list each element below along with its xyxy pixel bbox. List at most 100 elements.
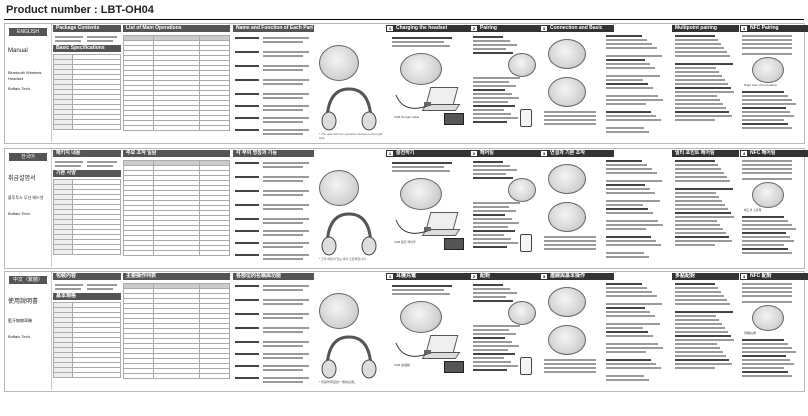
headset-illustration [321, 335, 377, 379]
right-side-footnote: * 有操作按鈕的一側為右側。 [319, 380, 358, 384]
text-line [675, 180, 730, 182]
text-line [263, 331, 303, 333]
text-line [742, 240, 794, 242]
text-line [392, 170, 450, 172]
earcup-illustration [319, 170, 359, 206]
part-label [235, 230, 259, 232]
text-line [263, 285, 309, 287]
text-line [55, 40, 81, 42]
text-line [473, 44, 517, 46]
connection-column: 3 연결과 기본 조작 [540, 150, 670, 264]
usb-cable-icon [395, 342, 431, 357]
text-line [263, 234, 303, 236]
text-line [606, 287, 647, 289]
text-line [55, 36, 83, 38]
text-line [263, 190, 309, 192]
text-line [742, 291, 792, 293]
text-line [742, 115, 794, 117]
text-line [675, 99, 720, 101]
text-line [742, 359, 790, 361]
smartphone-icon [520, 357, 532, 375]
text-line [392, 289, 444, 291]
headset-illustration [321, 212, 377, 256]
text-line [392, 41, 444, 43]
earcup-illustration [548, 39, 586, 69]
text-line [473, 77, 520, 79]
nfc-heading: 4 NFC Pairing [740, 25, 808, 32]
package-heading: 包裝內容 [53, 273, 121, 280]
text-line [606, 35, 642, 37]
text-line [675, 39, 718, 41]
text-line [675, 299, 727, 301]
text-line [606, 55, 662, 57]
earcup-illustration [400, 301, 442, 333]
text-line [606, 236, 651, 238]
text-line [675, 303, 730, 305]
text-line [263, 204, 309, 206]
part-label [235, 353, 259, 355]
text-line [606, 347, 663, 349]
text-line [606, 43, 652, 45]
text-line [606, 39, 647, 41]
text-line [473, 109, 504, 111]
text-line [473, 329, 509, 331]
text-line [742, 295, 792, 297]
pairing-title: 配對 [480, 273, 491, 279]
band-border [4, 23, 805, 144]
specs-table [53, 54, 122, 130]
operations-heading: 주요 조작 일람 [123, 150, 230, 157]
text-line [87, 284, 117, 286]
text-line [675, 327, 725, 329]
table-row [122, 125, 231, 131]
product-subtitle: Bluetooth Wireless Headset [8, 70, 42, 81]
text-line [55, 284, 83, 286]
band-sidebar: 中文（繁體） 使用說明書 藍牙無線耳機 Buffalo Tech. [5, 272, 52, 390]
text-line [392, 293, 450, 295]
text-line [742, 119, 784, 121]
text-line [675, 71, 719, 73]
text-line [263, 381, 303, 383]
step-number: 2 [471, 274, 477, 279]
text-line [606, 315, 655, 317]
parts-heading: Name and Function of Each Part [233, 25, 314, 32]
text-line [675, 51, 727, 53]
text-line [473, 40, 510, 42]
text-line [606, 244, 661, 246]
text-line [675, 168, 721, 170]
connection-title: 連線與基本操作 [550, 273, 586, 279]
text-line [606, 111, 651, 113]
text-line [675, 228, 723, 230]
text-line [473, 165, 510, 167]
pairing-title: Pairing [480, 25, 497, 31]
earcup-illustration [508, 53, 536, 77]
brand-label: Buffalo Tech. [8, 334, 31, 339]
text-line [675, 119, 715, 121]
text-line [606, 184, 645, 186]
text-line [263, 133, 303, 135]
multipoint-heading: Multipoint pairing [672, 25, 739, 32]
language-band: ENGLISH Manual Bluetooth Wireless Headse… [4, 23, 808, 144]
text-line [473, 169, 517, 171]
table-row [53, 249, 122, 255]
part-label [235, 162, 259, 164]
text-line [742, 160, 792, 162]
text-line [263, 242, 309, 244]
text-line [263, 341, 309, 343]
earcup-illustration [319, 293, 359, 329]
connection-heading: 3 연결과 기본 조작 [540, 150, 614, 157]
text-line [742, 99, 792, 101]
text-line [263, 317, 303, 319]
text-line [742, 224, 792, 226]
charging-heading: 1 충전하기 [386, 150, 472, 157]
text-line [606, 188, 650, 190]
text-line [473, 202, 520, 204]
part-label [235, 51, 259, 53]
text-line [606, 256, 649, 258]
text-line [606, 224, 663, 226]
earcup-illustration [508, 301, 536, 325]
text-line [263, 357, 303, 359]
operations-heading: List of Main Operations [123, 25, 230, 32]
text-line [473, 206, 509, 208]
text-line [263, 230, 309, 232]
text-line [473, 333, 516, 335]
